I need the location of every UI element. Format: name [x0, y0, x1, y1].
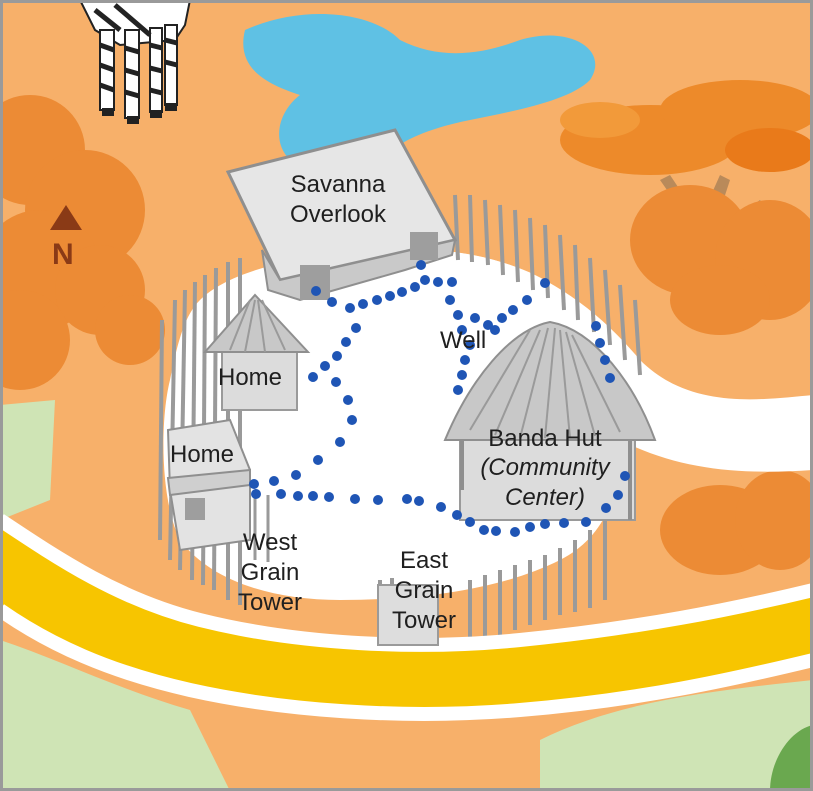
- bushes-right: [630, 185, 813, 575]
- east-grain-tower-line-2: Grain: [394, 577, 454, 604]
- north-arrow-icon: [50, 205, 82, 230]
- home-upper-hut: [202, 293, 311, 411]
- east-grain-tower-label: East Grain Tower: [376, 546, 472, 636]
- well-label: Well: [440, 327, 487, 354]
- bush-bottom-right: [770, 725, 813, 791]
- savanna-overlook-label: Savanna Overlook: [268, 170, 408, 230]
- community-center-label: (Community Center): [470, 453, 620, 513]
- west-grain-tower-label: West Grain Tower: [222, 528, 318, 618]
- grass-bottom-left: [0, 640, 230, 791]
- trail-dots: [249, 260, 630, 537]
- savanna-overlook-line-1: Savanna: [290, 171, 386, 198]
- zebra: [78, 0, 192, 124]
- west-grain-tower-line-2: Grain: [240, 559, 300, 586]
- east-grain-tower: [377, 584, 439, 646]
- east-grain-tower-line-3: Tower: [391, 607, 457, 634]
- main-path: [0, 520, 813, 714]
- community-center-line-2: Center): [504, 484, 586, 511]
- grass-left: [0, 400, 55, 520]
- savanna-overlook-building: [225, 128, 458, 302]
- tree-cluster-left: [0, 95, 165, 390]
- savanna-overlook-line-2: Overlook: [289, 201, 387, 228]
- home-upper-label: Home: [218, 364, 283, 391]
- community-center-line-1: (Community: [480, 454, 610, 481]
- east-grain-tower-line-1: East: [399, 547, 449, 574]
- west-grain-tower-line-1: West: [242, 529, 298, 556]
- west-grain-tower-line-3: Tower: [237, 589, 303, 616]
- compass-north-label: N: [52, 238, 74, 271]
- home-lower-label: Home: [170, 441, 235, 468]
- west-grain-tower: [253, 495, 270, 562]
- pond: [243, 13, 596, 161]
- grass-bottom-right: [540, 680, 813, 791]
- banda-hut-label: Banda Hut: [488, 425, 602, 452]
- path-edge-lower: [0, 604, 813, 721]
- home-lower-building: [166, 418, 251, 552]
